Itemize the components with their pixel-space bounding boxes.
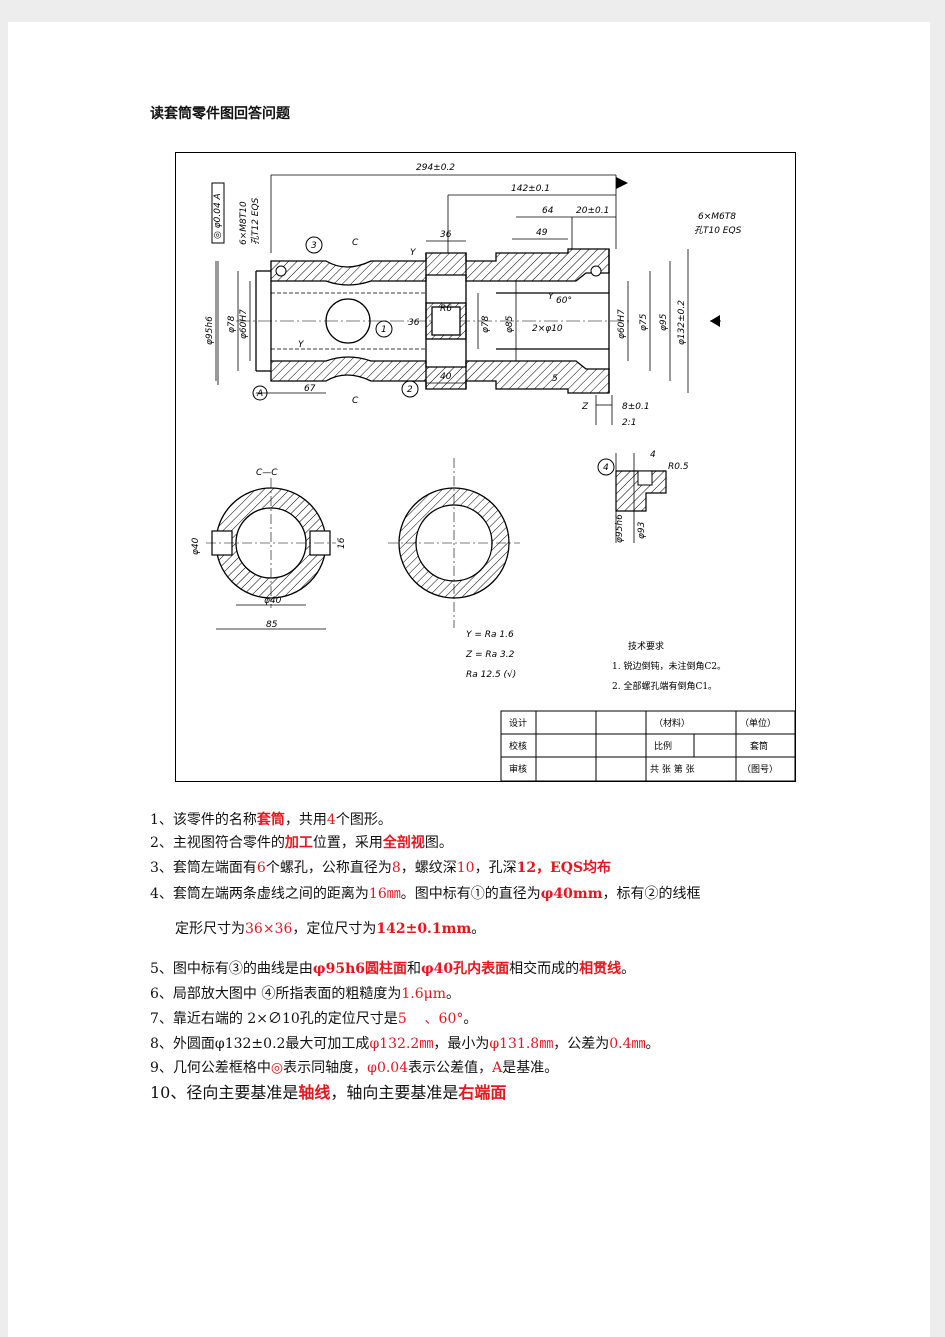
answer-7: 7、靠近右端的 2×∅10孔的定位尺寸是5 、60°。 [150, 1011, 478, 1027]
dim-phi95: φ95 [659, 313, 669, 331]
answer-4: 4、套筒左端两条虚线之间的距离为16㎜。图中标有①的直径为φ40mm，标有②的线… [150, 886, 701, 902]
callouts [252, 236, 615, 476]
tech-title: 技术要求 [628, 640, 664, 652]
tb-scale: 比例 [654, 740, 672, 752]
tb-review: 审核 [509, 763, 527, 775]
detail-scale: 2:1 [622, 418, 636, 428]
tb-name: 套筒 [750, 740, 768, 752]
answer-9: 9、几何公差框格中◎表示同轴度，φ0.04表示公差值，A是基准。 [150, 1060, 559, 1076]
tech-line-1: 1. 锐边倒钝，未注倒角C2。 [612, 660, 726, 672]
dim-20: 20±0.1 [576, 206, 609, 216]
drawing-canvas: ◎ φ0.04 A 294±0.2 142±0.1 64 20±0.1 36 4… [191, 163, 795, 781]
callout-1: 1 [381, 325, 387, 335]
dim-phi60h7-left: φ60H7 [239, 309, 249, 339]
roughness-2: Z = Ra 3.2 [465, 650, 515, 660]
page-title: 读套筒零件图回答问题 [150, 106, 290, 122]
answer-4-continued: 定形尺寸为36×36，定位尺寸为142±0.1mm。 [175, 921, 486, 937]
holes-right-2: 孔T10 EQS [694, 225, 742, 236]
tolerance-frame [211, 182, 225, 244]
dim-40: 40 [440, 372, 452, 382]
dim-36-top: 36 [440, 230, 452, 240]
dim-5: 5 [552, 374, 558, 384]
dim-phi78-mid: φ78 [481, 315, 491, 333]
tech-line-2: 2. 全部螺孔端有倒角C1。 [612, 680, 717, 692]
dim-49: 49 [536, 228, 548, 238]
dim-phi78-left: φ78 [227, 315, 237, 333]
roughness-3: Ra 12.5 (√) [466, 669, 516, 680]
tolerance-frame-text: ◎ φ0.04 A [213, 193, 223, 239]
roughness-1: Y = Ra 1.6 [466, 630, 514, 640]
answer-1: 1、该零件的名称套筒，共用4个图形。 [150, 812, 392, 828]
tb-sheets: 共 张 第 张 [650, 763, 695, 775]
dim-8: 8±0.1 [622, 402, 650, 412]
section-mark-bottom: C [352, 396, 359, 406]
tb-unit: （单位） [740, 717, 776, 729]
datum-a: A [256, 389, 263, 399]
dim-67: 67 [304, 384, 316, 394]
section-mark-top: C [352, 238, 359, 248]
callout-4: 4 [603, 463, 609, 473]
surface-z: Z [581, 402, 589, 412]
section-phi40-left: φ40 [191, 537, 201, 555]
callout-2: 2 [407, 385, 413, 395]
tb-check: 校核 [509, 740, 527, 752]
surface-y-right: Y [548, 292, 555, 302]
answer-2: 2、主视图符合零件的加工位置，采用全剖视图。 [150, 835, 453, 851]
answer-5: 5、图中标有③的曲线是由φ95h6圆柱面和φ40孔内表面相交而成的相贯线。 [150, 961, 636, 977]
detail-radius: R0.5 [668, 462, 689, 472]
section-c-c [206, 478, 336, 630]
datum-triangle [710, 315, 720, 327]
answer-10: 10、径向主要基准是轴线，轴向主要基准是右端面 [150, 1083, 507, 1102]
dimension-lines [215, 174, 721, 425]
tb-design: 设计 [509, 717, 527, 729]
dim-angle60: 60° [556, 296, 572, 306]
dim-142: 142±0.1 [511, 184, 550, 194]
section-85: 85 [266, 620, 278, 630]
dim-64: 64 [542, 206, 554, 216]
surface-y-left: Y [298, 340, 305, 350]
dim-total-length: 294±0.2 [416, 163, 455, 173]
dim-phi132: φ132±0.2 [677, 300, 687, 345]
dim-phi75: φ75 [639, 313, 649, 331]
section-title: C—C [256, 468, 278, 478]
answer-8: 8、外圆面φ132±0.2最大可加工成φ132.2㎜，最小为φ131.8㎜，公差… [150, 1036, 660, 1052]
dim-phi60h7-right: φ60H7 [617, 309, 627, 339]
datum-arrow [616, 177, 628, 189]
dim-holes2: 2×φ10 [532, 324, 563, 334]
section-16: 16 [337, 537, 347, 549]
callout-3: 3 [311, 241, 317, 251]
detail-view [615, 453, 667, 543]
dim-phi95h6: φ95h6 [205, 316, 215, 345]
title-block [500, 710, 795, 781]
holes-left-1: 6×M8T10 [239, 201, 249, 245]
end-view [388, 458, 520, 628]
main-view [255, 248, 610, 394]
dim-r6: R6 [440, 304, 452, 314]
dim-36-side: 36 [408, 318, 420, 328]
holes-right-1: 6×M6T8 [698, 212, 736, 222]
detail-phi93: φ93 [637, 521, 647, 539]
answer-3: 3、套筒左端面有6个螺孔，公称直径为8，螺纹深10，孔深12，EQS均布 [150, 860, 612, 876]
holes-left-2: 孔T12 EQS [250, 197, 261, 245]
tb-drawing-no: （图号） [742, 764, 778, 775]
surface-y-top: Y [410, 248, 417, 258]
detail-width: 4 [650, 450, 656, 460]
section-phi40-bottom: φ40 [264, 596, 282, 606]
engineering-drawing: ◎ φ0.04 A 294±0.2 142±0.1 64 20±0.1 36 4… [175, 152, 796, 782]
tb-material: （材料） [654, 717, 690, 729]
detail-phi95h6: φ95h6 [615, 514, 625, 543]
answer-6: 6、局部放大图中 ④所指表面的粗糙度为1.6μm。 [150, 986, 460, 1002]
dim-phi85: φ85 [505, 315, 515, 333]
